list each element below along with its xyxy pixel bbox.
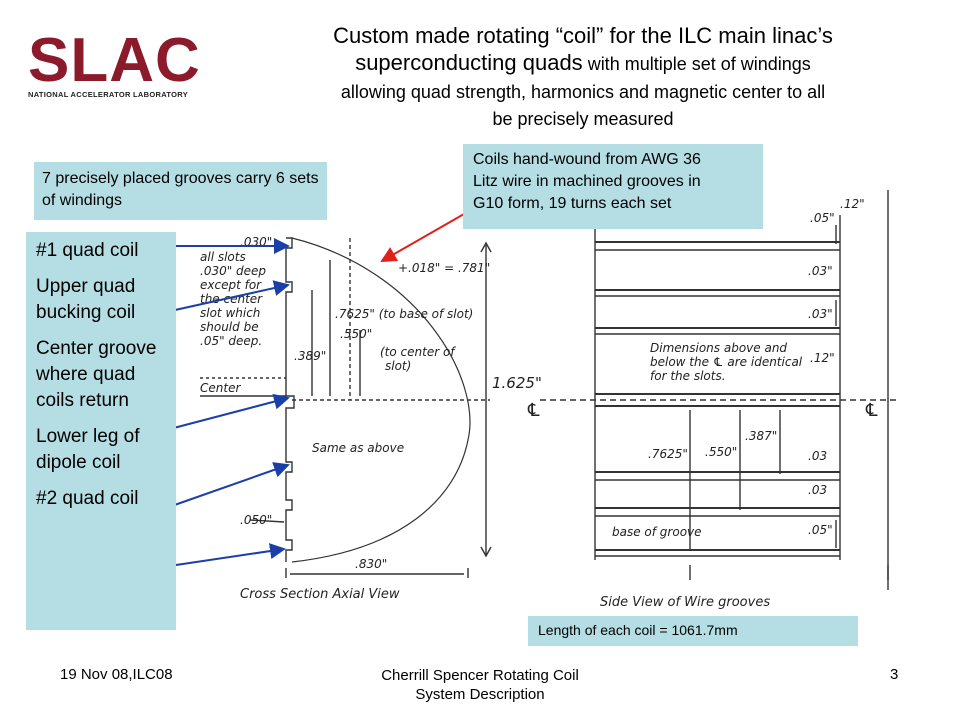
dim-830: .830" xyxy=(355,557,387,571)
note-line-1: all slots xyxy=(200,250,246,264)
dim-018: +.018" = .781" xyxy=(398,261,490,275)
dim-550-right: .550" xyxy=(705,445,737,459)
title-line-2: superconducting quads with multiple set … xyxy=(238,49,928,79)
dim-03-right-d: .03 xyxy=(808,483,827,497)
same-as-above: Same as above xyxy=(312,441,404,455)
arrow-lower-dipole xyxy=(165,462,290,509)
logo-subtitle: NATIONAL ACCELERATOR LABORATORY xyxy=(28,90,188,99)
title-line-2-small: with multiple set of windings xyxy=(582,54,811,74)
slac-logo: SLAC NATIONAL ACCELERATOR LABORATORY xyxy=(28,30,228,110)
note-line-5: slot which xyxy=(200,306,260,320)
right-caption: Side View of Wire grooves xyxy=(600,595,770,610)
arrow-quad-coil-2 xyxy=(175,543,286,566)
arrow-center-groove xyxy=(165,393,290,431)
title-line-3: allowing quad strength, harmonics and ma… xyxy=(340,82,826,102)
note-line-7: .05" deep. xyxy=(200,334,262,348)
dim-12-right: .12" xyxy=(810,351,835,365)
note-line-3: except for xyxy=(200,278,262,292)
footer-date: 19 Nov 08,ILC08 xyxy=(60,666,173,683)
dim-03-right-a: .03" xyxy=(808,264,833,278)
base-of-groove: base of groove xyxy=(612,525,702,539)
dim-12-top: .12" xyxy=(840,197,865,211)
centerline-symbol-left: ℄ xyxy=(527,400,540,421)
dim-03-right-b: .03" xyxy=(808,307,833,321)
left-caption: Cross Section Axial View xyxy=(240,587,400,602)
dim-389-left: .389" xyxy=(294,349,326,363)
to-center-2: slot) xyxy=(385,359,411,373)
logo-word: SLAC xyxy=(28,26,201,95)
callout-length-text: Length of each coil = 1061.7mm xyxy=(538,622,738,638)
center-label: Center xyxy=(200,381,241,395)
dim-050-left: .050" xyxy=(240,513,272,527)
page-number: 3 xyxy=(890,666,899,683)
arrow-coils-wound xyxy=(380,213,465,262)
dim-387-right: .387" xyxy=(745,429,777,443)
callout-grooves: 7 precisely placed grooves carry 6 sets … xyxy=(34,162,327,220)
dim-7625-right: .7625" xyxy=(648,447,688,461)
label-lower-dipole: Lower leg of dipole coil xyxy=(36,426,140,473)
dim-05-right: .05" xyxy=(810,211,835,225)
dim-7625-left: .7625" (to base of slot) xyxy=(335,307,473,321)
note-line-2: .030" deep xyxy=(200,264,266,278)
callout-coils-line-2: Litz wire in machined grooves in xyxy=(473,173,701,190)
dim-05-right-b: .05" xyxy=(808,523,833,537)
footer-center: Cherrill Spencer Rotating Coil System De… xyxy=(330,666,630,704)
to-center-1: (to center of xyxy=(380,345,456,359)
note-line-4: the center xyxy=(200,292,263,306)
dim-1625: 1.625" xyxy=(492,374,542,392)
dims-note-1: Dimensions above and xyxy=(650,341,787,355)
callout-length: Length of each coil = 1061.7mm xyxy=(528,616,858,646)
label-upper-bucking: Upper quad bucking coil xyxy=(36,276,136,323)
title-line-1: Custom made rotating “coil” for the ILC … xyxy=(333,23,833,48)
footer-center-line-2: System Description xyxy=(415,686,545,703)
dim-550-left: .550" xyxy=(340,327,372,341)
callout-coils-line-1: Coils hand-wound from AWG 36 xyxy=(473,151,701,168)
dims-note-2: below the ℄ are identical xyxy=(650,355,803,369)
label-quad-coil-2: #2 quad coil xyxy=(36,488,139,509)
callout-coils-line-3: G10 form, 19 turns each set xyxy=(473,195,672,212)
dim-03-right-c: .03 xyxy=(808,449,827,463)
title-line-4: be precisely measured xyxy=(492,109,674,129)
title-line-2-big: superconducting quads xyxy=(355,50,583,75)
centerline-symbol-right: ℄ xyxy=(865,400,878,421)
arrow-upper-bucking xyxy=(165,280,290,313)
label-quad-coil-1: #1 quad coil xyxy=(36,240,139,261)
note-line-6: should be xyxy=(200,320,259,334)
slide-title: Custom made rotating “coil” for the ILC … xyxy=(238,22,928,133)
callout-coils: Coils hand-wound from AWG 36 Litz wire i… xyxy=(463,144,763,229)
label-center-groove: Center groove where quad coils return xyxy=(36,338,157,411)
callout-grooves-text: 7 precisely placed grooves carry 6 sets … xyxy=(42,170,319,209)
dims-note-3: for the slots. xyxy=(650,369,726,383)
coil-label-panel: #1 quad coil Upper quad bucking coil Cen… xyxy=(26,232,176,630)
footer-center-line-1: Cherrill Spencer Rotating Coil xyxy=(381,667,579,684)
